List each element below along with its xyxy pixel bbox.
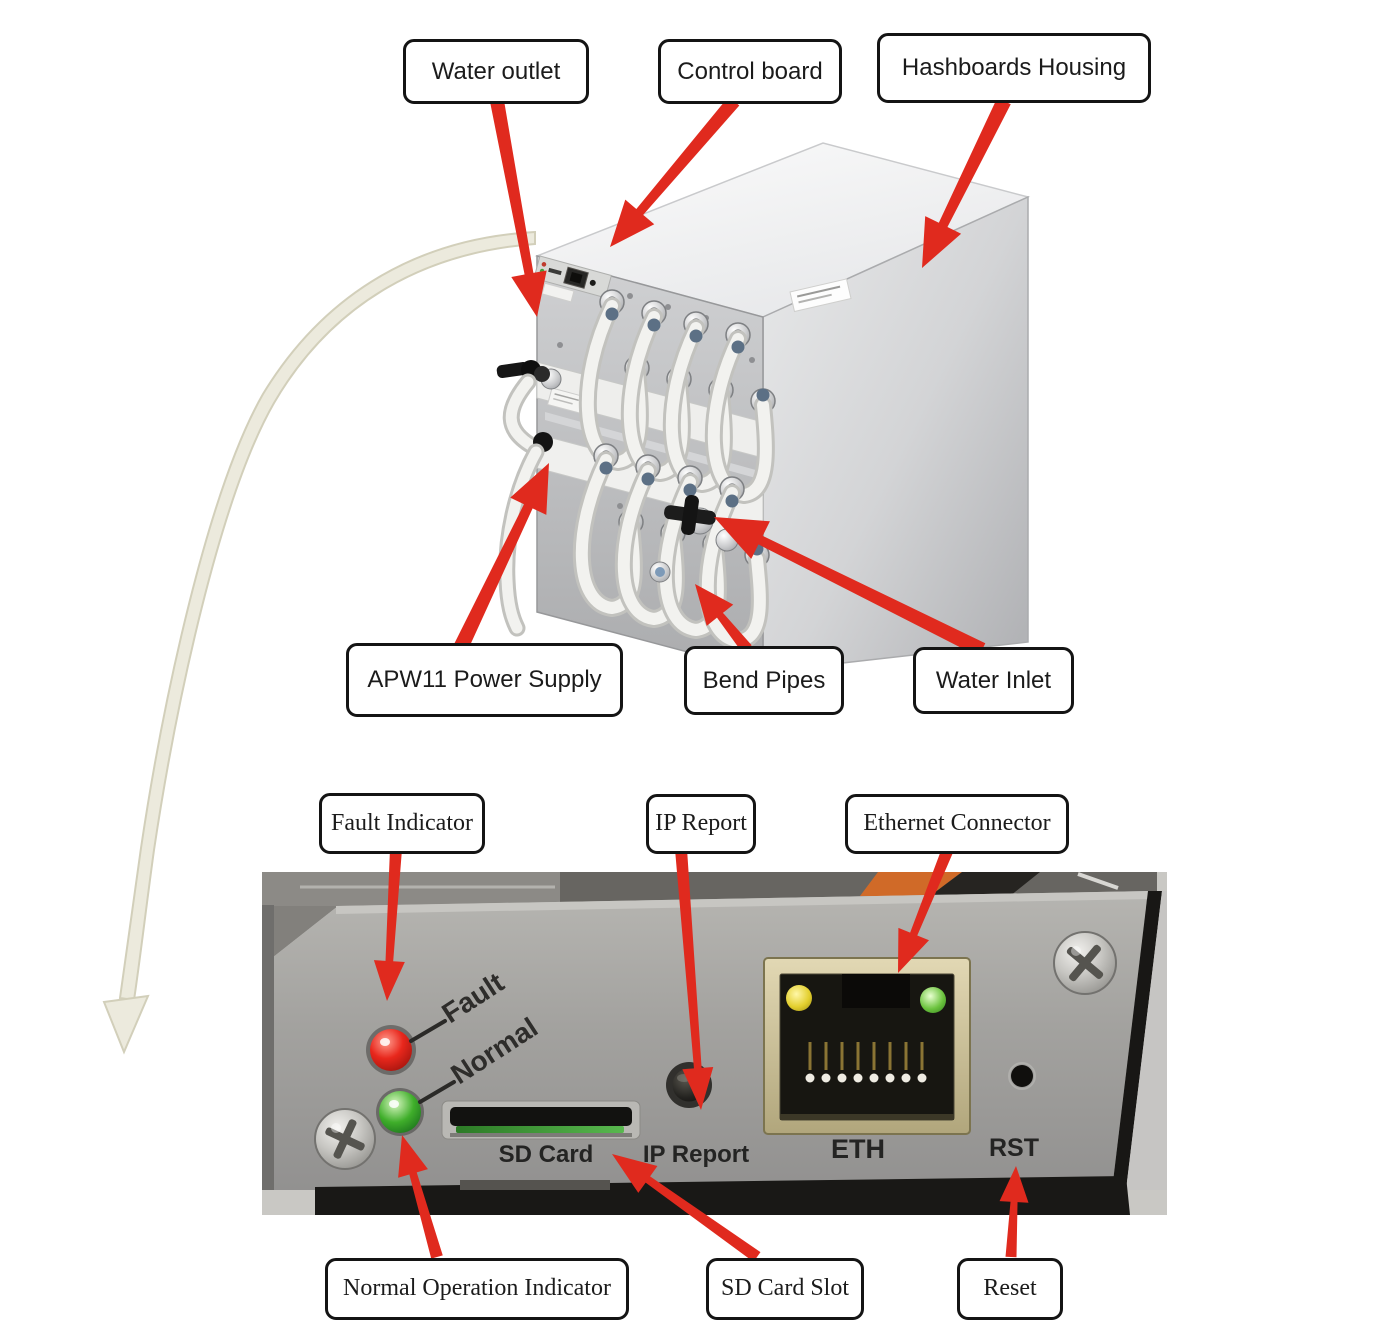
label-text: IP Report [655,810,747,837]
panel-text-ip-report: IP Report [643,1141,749,1168]
bend-pipes-lower [572,443,770,651]
bend-pipe [575,454,640,615]
label-bend-pipes: Bend Pipes [684,646,844,715]
hose-clamp [647,318,661,332]
label-apw11-power-supply: APW11 Power Supply [346,643,623,717]
arrow-control-board [610,96,740,247]
label-text: Fault Indicator [331,809,473,836]
label-hashboards-housing: Hashboards Housing [877,33,1151,103]
label-ip-report: IP Report [646,794,756,854]
label-ethernet-connector: Ethernet Connector [845,794,1069,854]
label-text: APW11 Power Supply [367,666,602,694]
miner-ip-button [589,279,596,286]
label-normal-operation-indicator: Normal Operation Indicator [325,1258,629,1320]
miner-control-board [533,255,612,303]
water-outlet-valve [496,360,562,390]
miner-illustration [496,142,1031,673]
hose-clamp [756,388,770,402]
arrow-bend-pipes [695,584,752,653]
arrow-sd-card-slot [612,1154,761,1262]
label-sd-card-slot: SD Card Slot [706,1258,864,1320]
hose-clamp [599,461,613,475]
label-text: Normal Operation Indicator [343,1275,611,1302]
arrow-ethernet-connector [898,846,954,973]
panel-bevel [336,891,1148,914]
normal-led [376,1088,424,1136]
hose-clamp [689,329,703,343]
label-text: Bend Pipes [702,666,826,694]
hose-clamp [641,472,655,486]
panel-screw-right [1053,931,1117,995]
label-water-inlet: Water Inlet [913,647,1074,714]
fault-led [366,1025,416,1075]
hose-clamp [725,494,739,508]
arrow-reset [999,1166,1029,1258]
miner-sd-slot [548,267,562,276]
side-face-sticker [789,278,852,313]
arrow-ip-report [675,848,714,1110]
panel-screw-left [314,1108,376,1170]
panel-text-rst: RST [989,1134,1039,1162]
label-fault-indicator: Fault Indicator [319,793,485,854]
curved-arrowhead [102,994,150,1055]
miner-strip-sticker [541,282,575,303]
label-text: Water outlet [431,57,561,85]
water-inlet-valve [649,494,739,583]
label-text: Hashboards Housing [901,54,1127,82]
arrow-water-outlet [490,99,547,317]
water-outlet-elbow [498,373,553,637]
ethernet-port [763,957,971,1135]
curved-pointer-arrow [102,230,536,1055]
label-reset: Reset [957,1258,1063,1320]
label-control-board: Control board [658,39,842,104]
label-text: Reset [983,1275,1037,1302]
rj45-pins [805,1042,927,1083]
panel-photo: Fault Normal [262,872,1167,1215]
rj45-clip [842,974,910,1008]
bend-pipe [617,465,682,626]
arrow-normal-operation-indicator [398,1135,443,1259]
miner-led-red [541,262,547,267]
label-text: Control board [677,57,823,85]
arrow-water-inlet [714,517,986,657]
arrow-fault-indicator [373,848,405,1001]
reset-hole [1008,1062,1036,1090]
arrow-apw11-power-supply [454,463,549,651]
hose-clamp [731,340,745,354]
hose-clamp [605,307,619,321]
label-text: Ethernet Connector [863,810,1051,837]
sd-card-slot-part [441,1100,641,1140]
arrow-hashboards-housing [922,97,1011,268]
label-text: Water Inlet [935,666,1052,694]
red-arrows [373,96,1029,1262]
panel-right-groove [1112,891,1162,1190]
eth-led-green [920,987,946,1013]
hose-clamp [683,483,697,497]
label-text: SD Card Slot [720,1275,849,1302]
bend-pipe [659,476,724,637]
panel-text-eth: ETH [831,1134,885,1164]
panel-text-sd-card: SD Card [499,1141,594,1168]
eth-led-yellow [786,985,812,1011]
label-water-outlet: Water outlet [403,39,589,104]
